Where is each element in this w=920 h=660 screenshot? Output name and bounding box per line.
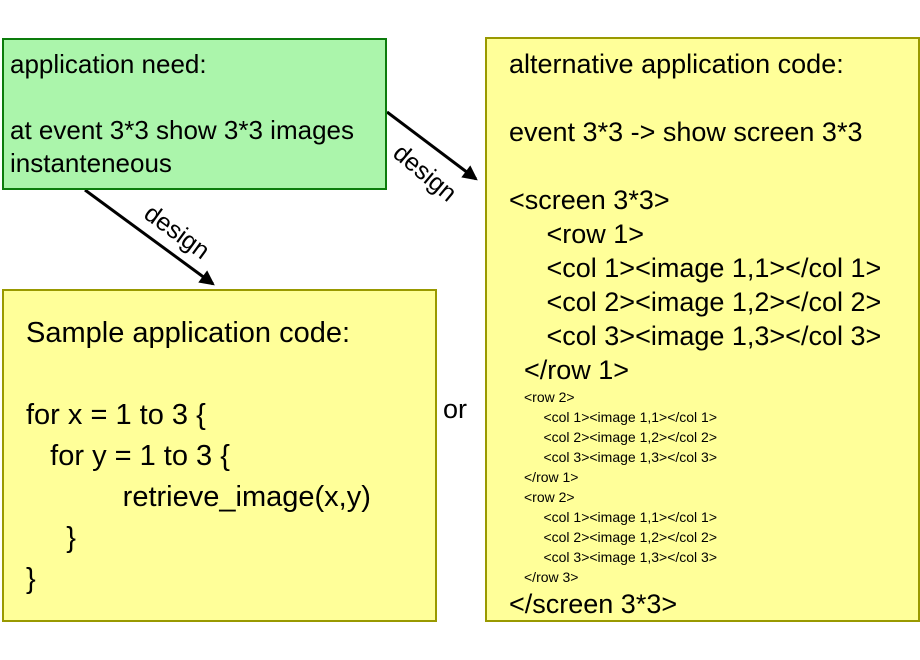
code-line: <screen 3*3> <box>509 185 670 215</box>
code-line <box>509 149 914 183</box>
code-line: Sample application code: <box>26 317 351 349</box>
need-line: at event 3*3 show 3*3 images <box>10 115 354 145</box>
application-need-box: application need: at event 3*3 show 3*3 … <box>2 38 387 190</box>
small-code-line: </row 3> <box>524 569 579 585</box>
code-line: </row 1> <box>509 355 630 385</box>
code-line: } <box>26 563 36 595</box>
small-code-line: <col 2><image 1,2></col 2> <box>524 529 718 545</box>
sample-application-code-box: Sample application code: for x = 1 to 3 … <box>2 289 437 622</box>
code-line: event 3*3 -> show screen 3*3 <box>509 117 863 147</box>
need-line: instanteneous <box>10 148 172 178</box>
small-code-line: <col 2><image 1,2></col 2> <box>524 429 718 445</box>
code-line: </screen 3*3> <box>509 589 678 619</box>
need-line <box>10 81 381 114</box>
small-code-line: <col 3><image 1,3></col 3> <box>524 549 718 565</box>
small-code-block: <row 2> <col 1><image 1,1></col 1> <col … <box>524 387 914 587</box>
design-label-left: design <box>138 199 215 265</box>
code-line: <col 2><image 1,2></col 2> <box>509 287 882 317</box>
small-code-line: <col 3><image 1,3></col 3> <box>524 449 718 465</box>
code-line: alternative application code: <box>509 49 844 79</box>
code-line: <row 1> <box>509 219 645 249</box>
code-line: for x = 1 to 3 { <box>26 399 206 431</box>
or-label: or <box>443 394 468 424</box>
code-line: } <box>26 522 76 554</box>
need-line: application need: <box>10 49 207 79</box>
small-code-line: <col 1><image 1,1></col 1> <box>524 509 718 525</box>
code-line: retrieve_image(x,y) <box>26 481 371 513</box>
alternative-application-code-box: alternative application code: event 3*3 … <box>485 37 920 622</box>
small-code-line: </row 1> <box>524 469 579 485</box>
code-line <box>509 81 914 115</box>
code-line: for y = 1 to 3 { <box>26 440 230 472</box>
design-label-right: design <box>387 138 463 208</box>
code-line: <col 1><image 1,1></col 1> <box>509 253 882 283</box>
small-code-line: <row 2> <box>524 489 575 505</box>
code-line: <col 3><image 1,3></col 3> <box>509 321 882 351</box>
small-code-line: <col 1><image 1,1></col 1> <box>524 409 718 425</box>
code-line <box>26 354 431 395</box>
small-code-line: <row 2> <box>524 389 575 405</box>
